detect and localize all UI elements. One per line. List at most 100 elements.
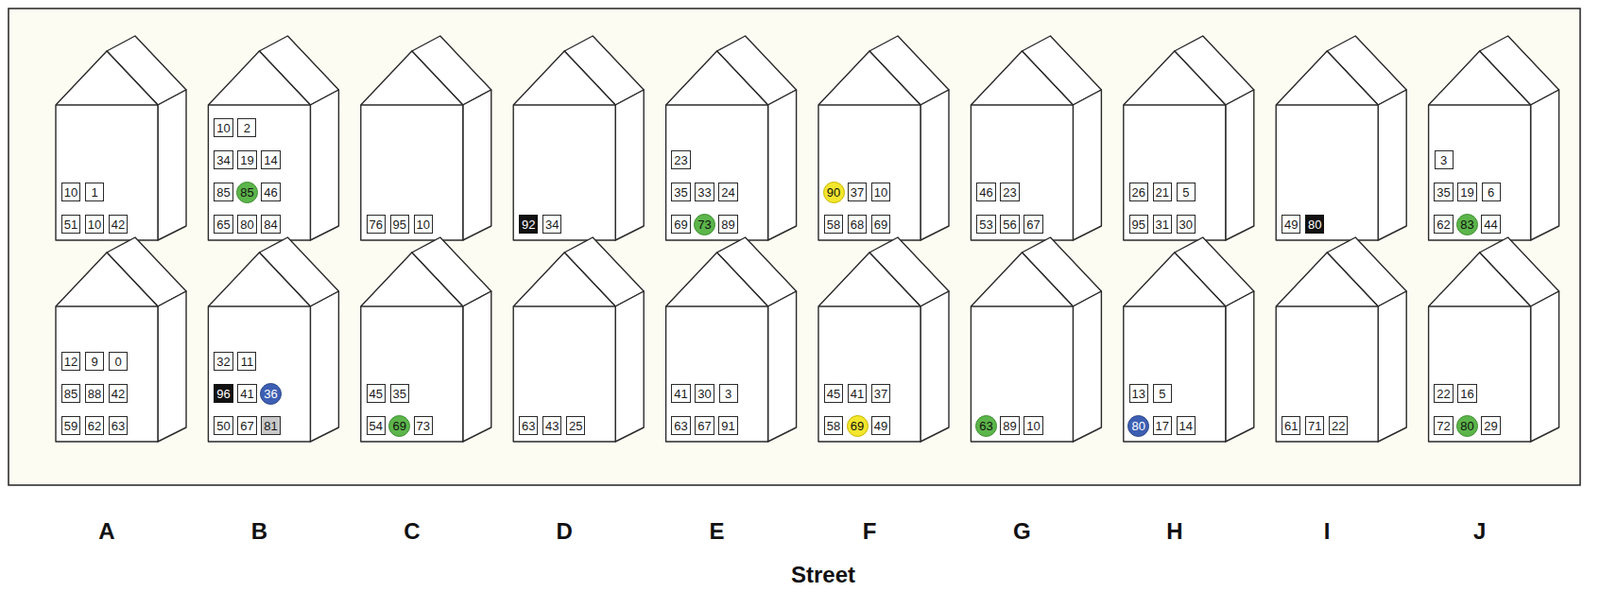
window-text: 35 bbox=[1436, 186, 1450, 199]
black-window: 80 bbox=[1305, 214, 1325, 234]
window-number: 14 bbox=[1176, 415, 1196, 435]
house bbox=[207, 35, 339, 241]
house bbox=[55, 237, 187, 442]
window-number: 25 bbox=[566, 415, 585, 435]
window-number: 42 bbox=[108, 383, 128, 403]
black-window: 92 bbox=[518, 214, 538, 234]
window-text: 29 bbox=[1483, 419, 1497, 432]
window-number: 31 bbox=[1152, 214, 1172, 234]
house bbox=[1123, 35, 1255, 241]
window-text: 30 bbox=[1179, 218, 1193, 231]
house bbox=[207, 237, 339, 442]
window-text: 73 bbox=[697, 218, 711, 231]
window-number: 37 bbox=[847, 182, 867, 202]
window-text: 62 bbox=[1436, 218, 1450, 231]
window-text: 46 bbox=[979, 186, 993, 199]
house bbox=[1428, 35, 1560, 241]
window-number: 67 bbox=[1023, 214, 1043, 234]
window-text: 65 bbox=[216, 218, 230, 231]
window-text: 5 bbox=[1158, 387, 1166, 400]
window-number: 41 bbox=[670, 383, 690, 403]
window-number: 61 bbox=[1281, 415, 1301, 435]
window-text: 5 bbox=[1182, 186, 1189, 199]
window-text: 1 bbox=[90, 186, 98, 199]
window-number: 29 bbox=[1480, 415, 1500, 435]
window-number: 63 bbox=[518, 415, 538, 435]
window-text: 34 bbox=[216, 154, 230, 167]
window-text: 35 bbox=[673, 186, 688, 199]
window-number: 69 bbox=[871, 214, 891, 234]
window-text: 23 bbox=[673, 154, 688, 167]
window-text: 73 bbox=[416, 419, 431, 432]
window-number: 41 bbox=[847, 383, 867, 403]
window-number: 49 bbox=[871, 415, 891, 435]
window-number: 5 bbox=[1176, 182, 1196, 202]
window-number: 49 bbox=[1281, 214, 1301, 234]
window-number: 59 bbox=[61, 415, 81, 435]
window-text: 84 bbox=[263, 218, 277, 231]
window-text: 85 bbox=[240, 186, 254, 199]
window-number: 53 bbox=[976, 214, 996, 234]
window-number: 58 bbox=[824, 214, 844, 234]
window-text: 76 bbox=[369, 218, 383, 231]
window-text: 80 bbox=[1460, 419, 1474, 432]
window-text: 17 bbox=[1155, 419, 1170, 432]
window-text: 69 bbox=[850, 419, 864, 432]
window-text: 49 bbox=[1284, 218, 1298, 231]
window-text: 3 bbox=[1440, 154, 1447, 167]
window-text: 96 bbox=[216, 387, 230, 400]
green-marker: 85 bbox=[236, 181, 259, 204]
window-text: 21 bbox=[1155, 186, 1170, 199]
window-text: 10 bbox=[216, 121, 230, 135]
window-number: 65 bbox=[213, 214, 233, 234]
window-number: 35 bbox=[670, 182, 690, 202]
axis-title: Street bbox=[791, 563, 856, 586]
window-number: 85 bbox=[61, 383, 81, 403]
window-text: 10 bbox=[416, 218, 431, 231]
window-text: 53 bbox=[979, 218, 993, 231]
yellow-marker: 69 bbox=[846, 414, 869, 437]
window-number: 58 bbox=[824, 415, 844, 435]
window-text: 32 bbox=[216, 355, 230, 368]
window-text: 6 bbox=[1487, 186, 1495, 199]
window-text: 35 bbox=[393, 387, 407, 400]
window-text: 13 bbox=[1132, 387, 1146, 400]
window-text: 80 bbox=[1132, 419, 1146, 432]
window-number: 5 bbox=[1152, 383, 1172, 403]
window-text: 11 bbox=[240, 355, 255, 368]
window-number: 51 bbox=[61, 214, 81, 234]
window-text: 19 bbox=[1460, 186, 1474, 199]
window-text: 31 bbox=[1155, 218, 1170, 231]
street-letter: G bbox=[1013, 519, 1032, 543]
window-text: 14 bbox=[263, 154, 277, 167]
window-text: 45 bbox=[826, 387, 841, 400]
street-letter: B bbox=[251, 519, 268, 543]
window-text: 67 bbox=[1026, 218, 1040, 231]
window-text: 42 bbox=[111, 218, 125, 231]
window-text: 54 bbox=[369, 419, 383, 432]
window-text: 30 bbox=[697, 387, 711, 400]
window-number: 34 bbox=[213, 150, 233, 170]
house bbox=[818, 35, 949, 241]
window-number: 50 bbox=[213, 415, 233, 435]
window-text: 42 bbox=[111, 387, 125, 400]
window-number: 35 bbox=[1433, 182, 1453, 202]
window-number: 43 bbox=[542, 415, 562, 435]
window-text: 34 bbox=[545, 218, 559, 231]
window-text: 61 bbox=[1284, 419, 1298, 432]
window-number: 33 bbox=[694, 182, 714, 202]
green-marker: 69 bbox=[388, 414, 411, 437]
house bbox=[666, 237, 797, 442]
window-text: 37 bbox=[874, 387, 888, 400]
window-text: 10 bbox=[874, 186, 888, 199]
house bbox=[361, 237, 492, 442]
street-letter: D bbox=[556, 519, 573, 543]
house bbox=[666, 35, 797, 241]
house bbox=[818, 237, 949, 442]
window-text: 69 bbox=[393, 419, 407, 432]
window-number: 2 bbox=[237, 118, 257, 138]
window-text: 85 bbox=[216, 186, 230, 199]
street-letter: I bbox=[1324, 519, 1331, 543]
window-number: 30 bbox=[1176, 214, 1196, 234]
green-marker: 80 bbox=[1456, 414, 1479, 437]
